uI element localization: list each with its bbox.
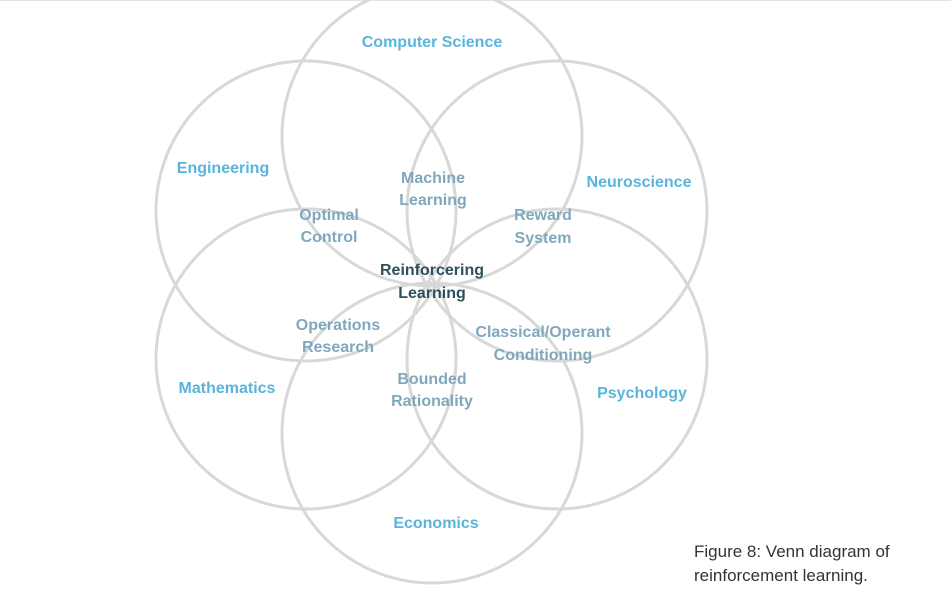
label-bounded-rationality-line2: Rationality — [391, 393, 473, 410]
figure-caption: Figure 8: Venn diagram of reinforcement … — [694, 540, 944, 588]
circle-mathematics — [154, 207, 458, 511]
label-engineering: Engineering — [177, 160, 269, 177]
circle-engineering — [154, 59, 458, 363]
circle-neuroscience — [405, 59, 709, 363]
label-psychology: Psychology — [597, 385, 687, 402]
label-bounded-rationality: Bounded Rationality — [391, 371, 473, 410]
top-border — [0, 0, 951, 1]
label-neuroscience: Neuroscience — [587, 174, 692, 191]
circle-economics — [280, 281, 584, 585]
label-center-reinforcering-learning: Reinforcering Learning — [380, 262, 484, 302]
label-center-line2: Learning — [398, 285, 466, 302]
label-mathematics: Mathematics — [179, 380, 276, 397]
label-machine-learning-line1: Machine — [401, 170, 465, 187]
circle-computer-science — [280, 0, 584, 288]
label-classical-operant-conditioning: Classical/Operant Conditioning — [475, 324, 611, 364]
label-optimal-control-line1: Optimal — [299, 207, 359, 224]
label-machine-learning-line2: Learning — [399, 192, 467, 209]
caption-line2: reinforcement learning. — [694, 566, 868, 585]
label-optimal-control-line2: Control — [301, 229, 358, 246]
label-center-line1: Reinforcering — [380, 262, 484, 279]
label-computer-science: Computer Science — [362, 34, 503, 51]
label-machine-learning: Machine Learning — [399, 170, 467, 209]
label-reward-system: Reward System — [514, 207, 572, 247]
caption-line1: Figure 8: Venn diagram of — [694, 542, 890, 561]
label-operations-research-line1: Operations — [296, 317, 381, 334]
label-optimal-control: Optimal Control — [299, 207, 359, 246]
label-operations-research: Operations Research — [296, 317, 381, 356]
circle-psychology — [405, 207, 709, 511]
label-bounded-rationality-line1: Bounded — [397, 371, 466, 388]
label-classical-operant-line1: Classical/Operant — [475, 324, 611, 341]
label-operations-research-line2: Research — [302, 339, 374, 356]
label-classical-operant-line2: Conditioning — [494, 347, 593, 364]
label-reward-system-line1: Reward — [514, 207, 572, 224]
label-reward-system-line2: System — [515, 230, 572, 247]
label-economics: Economics — [393, 515, 478, 532]
